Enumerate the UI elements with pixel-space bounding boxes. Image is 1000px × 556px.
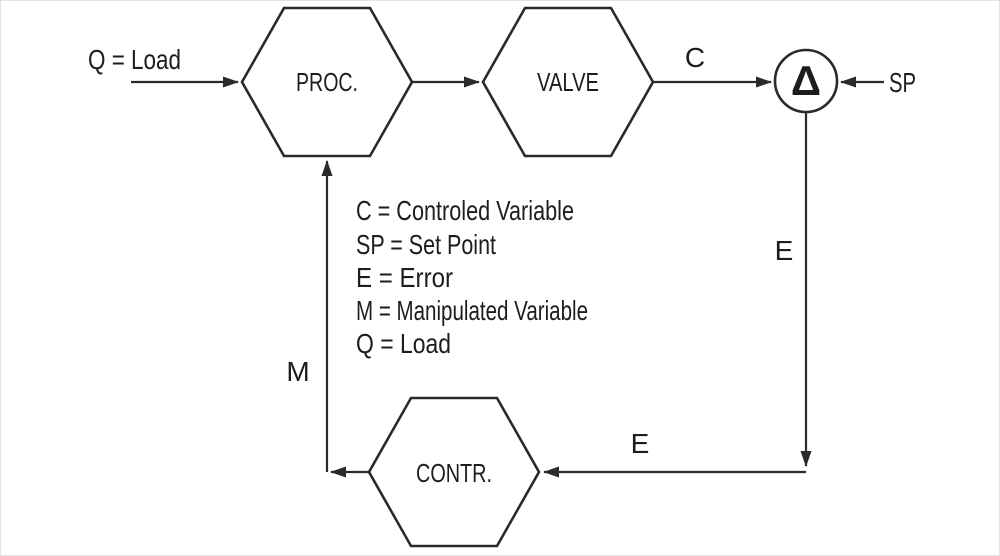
valve-hexagon: [481, 6, 655, 158]
legend-line-q: Q = Load: [356, 328, 451, 359]
controller-label: CONTR.: [416, 458, 492, 488]
legend-line-sp: SP = Set Point: [356, 229, 496, 260]
error-to-controller-label: E: [631, 428, 650, 459]
controlled-variable-label: C: [685, 42, 705, 73]
load-input-label: Q = Load: [88, 44, 181, 75]
valve-label: VALVE: [537, 67, 599, 97]
error-feedback-label: E: [775, 235, 794, 266]
process-hexagon: [240, 6, 414, 158]
legend-line-m: M = Manipulated Variable: [356, 295, 588, 326]
manipulated-variable-label: M: [286, 356, 309, 387]
controller-hexagon: [367, 396, 541, 548]
setpoint-label: SP: [889, 67, 916, 98]
delta-symbol: Δ: [791, 57, 821, 104]
comparator-circle: [773, 48, 839, 114]
legend: C = Controled Variable SP = Set Point E …: [356, 195, 588, 359]
legend-line-c: C = Controled Variable: [356, 195, 574, 226]
legend-line-e: E = Error: [356, 262, 453, 293]
process-label: PROC.: [296, 67, 358, 97]
